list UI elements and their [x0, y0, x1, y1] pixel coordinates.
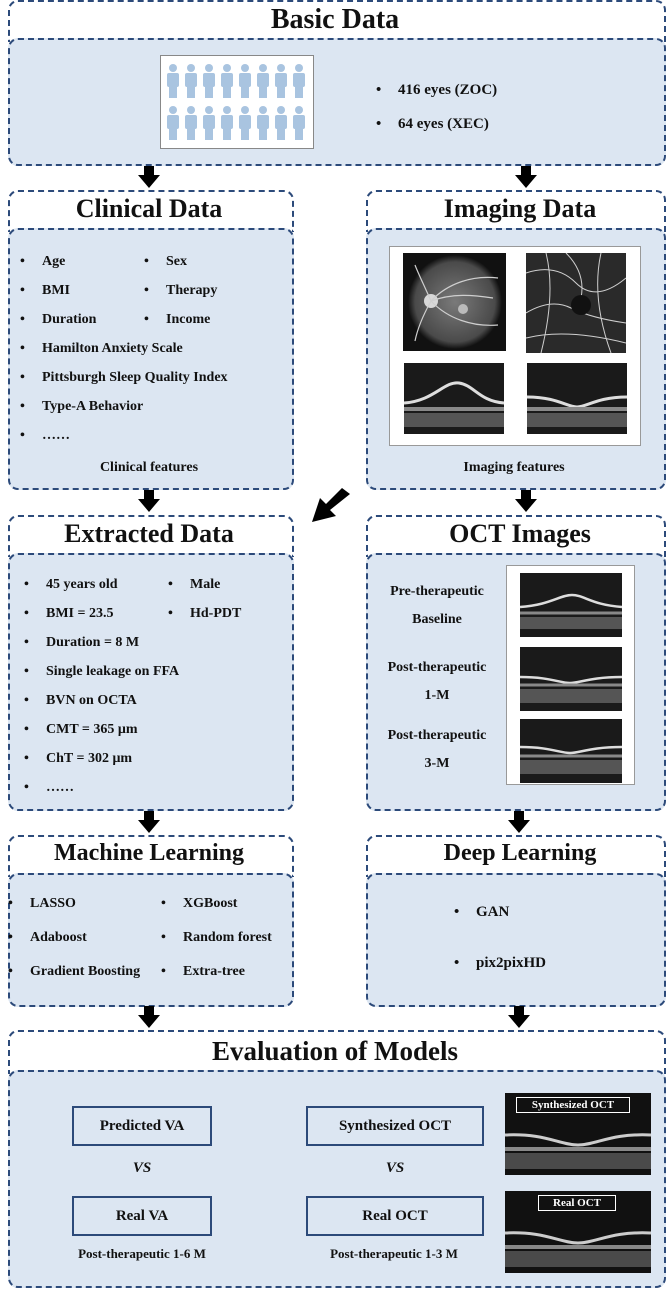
- extracted-data-title: Extracted Data: [64, 519, 234, 548]
- basic-data-panel: [8, 38, 666, 166]
- ml-title: Machine Learning: [54, 840, 244, 866]
- extracted-item-duration: Duration = 8 M: [24, 635, 139, 651]
- clinical-caption: Clinical features: [99, 460, 199, 475]
- eval-title: Evaluation of Models: [211, 1036, 459, 1066]
- oct-1m-image: [520, 647, 622, 711]
- oct-images-title: OCT Images: [449, 519, 591, 548]
- dl-item-gan: GAN: [454, 904, 510, 921]
- arrow-c-to-d: [310, 488, 350, 529]
- arrow-a-to-b: [138, 166, 160, 193]
- dl-panel: [366, 873, 666, 1007]
- oct-label-post1-2: 1-M: [424, 688, 450, 703]
- oct-baseline-image: [520, 573, 622, 637]
- clinical-item-pittsburgh: Pittsburgh Sleep Quality Index: [20, 370, 227, 386]
- clinical-data-title: Clinical Data: [75, 194, 223, 223]
- real-oct-box: Real OCT: [306, 1196, 484, 1236]
- ml-item-adaboost: Adaboost: [8, 930, 87, 946]
- ml-item-gradient-boosting: Gradient Boosting: [8, 964, 140, 980]
- basic-item-xec: 64 eyes (XEC): [376, 116, 489, 133]
- clinical-item-hamilton: Hamilton Anxiety Scale: [20, 341, 183, 357]
- ffa-image: [403, 253, 506, 351]
- clinical-item-income: Income: [144, 312, 210, 328]
- synthesized-oct-box: Synthesized OCT: [306, 1106, 484, 1146]
- oct-image-left: [404, 363, 504, 434]
- extracted-item-bmi: BMI = 23.5: [24, 606, 114, 622]
- arrow-f-to-h: [138, 1006, 160, 1033]
- extracted-header-frame: [8, 515, 294, 557]
- arrow-e-to-g: [508, 811, 530, 838]
- oct-image-right: [527, 363, 627, 434]
- vs-left: VS: [132, 1160, 152, 1176]
- octa-image: [526, 253, 626, 353]
- extracted-item-cmt: CMT = 365 μm: [24, 722, 137, 738]
- ml-item-lasso: LASSO: [8, 896, 76, 912]
- extracted-data-panel: [8, 553, 294, 811]
- basic-item-zoc: 416 eyes (ZOC): [376, 82, 497, 99]
- ml-item-xgboost: XGBoost: [161, 896, 238, 912]
- extracted-item-ffa: Single leakage on FFA: [24, 664, 179, 680]
- predicted-va-box: Predicted VA: [72, 1106, 212, 1146]
- eval-header-frame: [8, 1030, 666, 1074]
- arrow-c-to-e: [515, 490, 537, 517]
- oct-label-pre-2: Baseline: [412, 612, 462, 627]
- vs-right: VS: [385, 1160, 405, 1176]
- imaging-data-title: Imaging Data: [443, 194, 597, 223]
- ml-item-extra-tree: Extra-tree: [161, 964, 245, 980]
- extracted-item-therapy: Hd-PDT: [168, 606, 241, 622]
- oct-header-frame: [366, 515, 666, 557]
- oct-label-post3-2: 3-M: [424, 756, 450, 771]
- clinical-item-duration: Duration: [20, 312, 97, 328]
- clinical-item-bmi: BMI: [20, 283, 70, 299]
- oct-label-pre-1: Pre-therapeutic: [390, 584, 484, 599]
- eval-caption-left: Post-therapeutic 1-6 M: [78, 1246, 206, 1261]
- extracted-item-ellipsis: ……: [24, 780, 74, 796]
- dl-title: Deep Learning: [443, 840, 597, 866]
- arrow-b-to-d: [138, 490, 160, 517]
- extracted-item-age: 45 years old: [24, 577, 117, 593]
- clinical-item-sex: Sex: [144, 254, 187, 270]
- basic-header-frame: [8, 0, 666, 42]
- ml-item-random-forest: Random forest: [161, 930, 272, 946]
- ml-header-frame: [8, 835, 294, 877]
- clinical-item-therapy: Therapy: [144, 283, 217, 299]
- imaging-header-frame: [366, 190, 666, 232]
- synthesized-oct-image-label: Synthesized OCT: [516, 1097, 630, 1113]
- real-va-box: Real VA: [72, 1196, 212, 1236]
- clinical-data-panel: [8, 228, 294, 490]
- dl-item-pix2pixhd: pix2pixHD: [454, 955, 546, 972]
- arrow-d-to-f: [138, 811, 160, 838]
- arrow-g-to-h: [508, 1006, 530, 1033]
- clinical-item-type-a: Type-A Behavior: [20, 399, 143, 415]
- basic-data-title: Basic Data: [270, 4, 400, 35]
- extracted-item-cht: ChT = 302 μm: [24, 751, 132, 767]
- clinical-item-age: Age: [20, 254, 66, 270]
- oct-label-post1-1: Post-therapeutic: [387, 660, 487, 675]
- people-group-icon: [160, 55, 314, 149]
- eval-caption-right: Post-therapeutic 1-3 M: [330, 1246, 458, 1261]
- dl-header-frame: [366, 835, 666, 877]
- real-oct-image-label: Real OCT: [538, 1195, 616, 1211]
- oct-3m-image: [520, 719, 622, 783]
- oct-label-post3-1: Post-therapeutic: [387, 728, 487, 743]
- imaging-caption: Imaging features: [463, 460, 565, 475]
- clinical-item-ellipsis: ……: [20, 428, 70, 444]
- extracted-item-sex: Male: [168, 577, 221, 593]
- clinical-header-frame: [8, 190, 294, 232]
- arrow-a-to-c: [515, 166, 537, 193]
- extracted-item-octa: BVN on OCTA: [24, 693, 137, 709]
